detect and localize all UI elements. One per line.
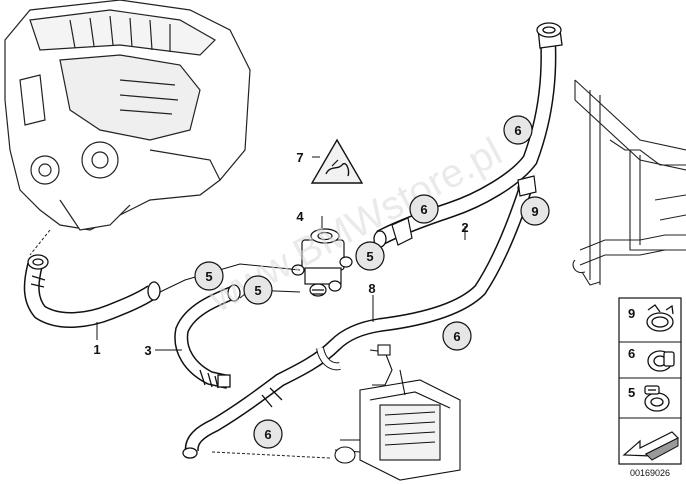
heater-core [572, 79, 686, 286]
label-7: 7 [296, 150, 303, 165]
label-hose-2: 2 [461, 220, 468, 235]
callout-5a: 5 [194, 261, 224, 291]
svg-text:5: 5 [205, 269, 212, 284]
label-valve-4: 4 [296, 209, 304, 224]
callout-6a: 6 [503, 115, 533, 145]
callout-9: 9 [520, 196, 550, 226]
hose-clamp-icon [647, 350, 675, 372]
callout-5b: 5 [243, 275, 273, 305]
svg-text:6: 6 [453, 329, 460, 344]
clamp-9-near-hose-8 [517, 175, 537, 197]
direction-arrow-icon [622, 431, 680, 461]
clamp-6-near-hose-2 [391, 217, 413, 246]
svg-text:6: 6 [514, 123, 521, 138]
legend-panel: 9 6 5 00169026 [618, 297, 682, 478]
svg-text:5: 5 [366, 249, 373, 264]
label-hose-3: 3 [144, 343, 151, 358]
callout-6c: 6 [442, 321, 472, 351]
callout-6b: 6 [409, 194, 439, 224]
legend-num-5: 5 [628, 385, 635, 400]
spring-band-clamp-icon [646, 304, 674, 332]
auxiliary-water-pump [334, 344, 461, 481]
label-7-warning-sticker [310, 138, 364, 184]
svg-text:9: 9 [531, 204, 538, 219]
svg-text:6: 6 [420, 202, 427, 217]
screw-clamp-icon [644, 385, 670, 412]
hose-8 [182, 181, 535, 459]
legend-num-9: 9 [628, 306, 635, 321]
engine-leader-line [29, 229, 51, 256]
label-hose-1: 1 [93, 342, 100, 357]
legend-num-6: 6 [628, 346, 635, 361]
label-hose-8: 8 [368, 281, 375, 296]
leader-lines [96, 156, 466, 351]
pump-leader-line [211, 451, 331, 459]
callout-6d: 6 [253, 419, 283, 449]
document-id: 00169026 [630, 468, 670, 478]
callout-5c: 5 [355, 241, 385, 271]
svg-text:5: 5 [254, 283, 261, 298]
engine-block [4, 0, 251, 231]
hose-1 [23, 254, 161, 328]
hose-3 [174, 284, 241, 389]
hose-2 [373, 22, 563, 248]
svg-text:6: 6 [264, 427, 271, 442]
